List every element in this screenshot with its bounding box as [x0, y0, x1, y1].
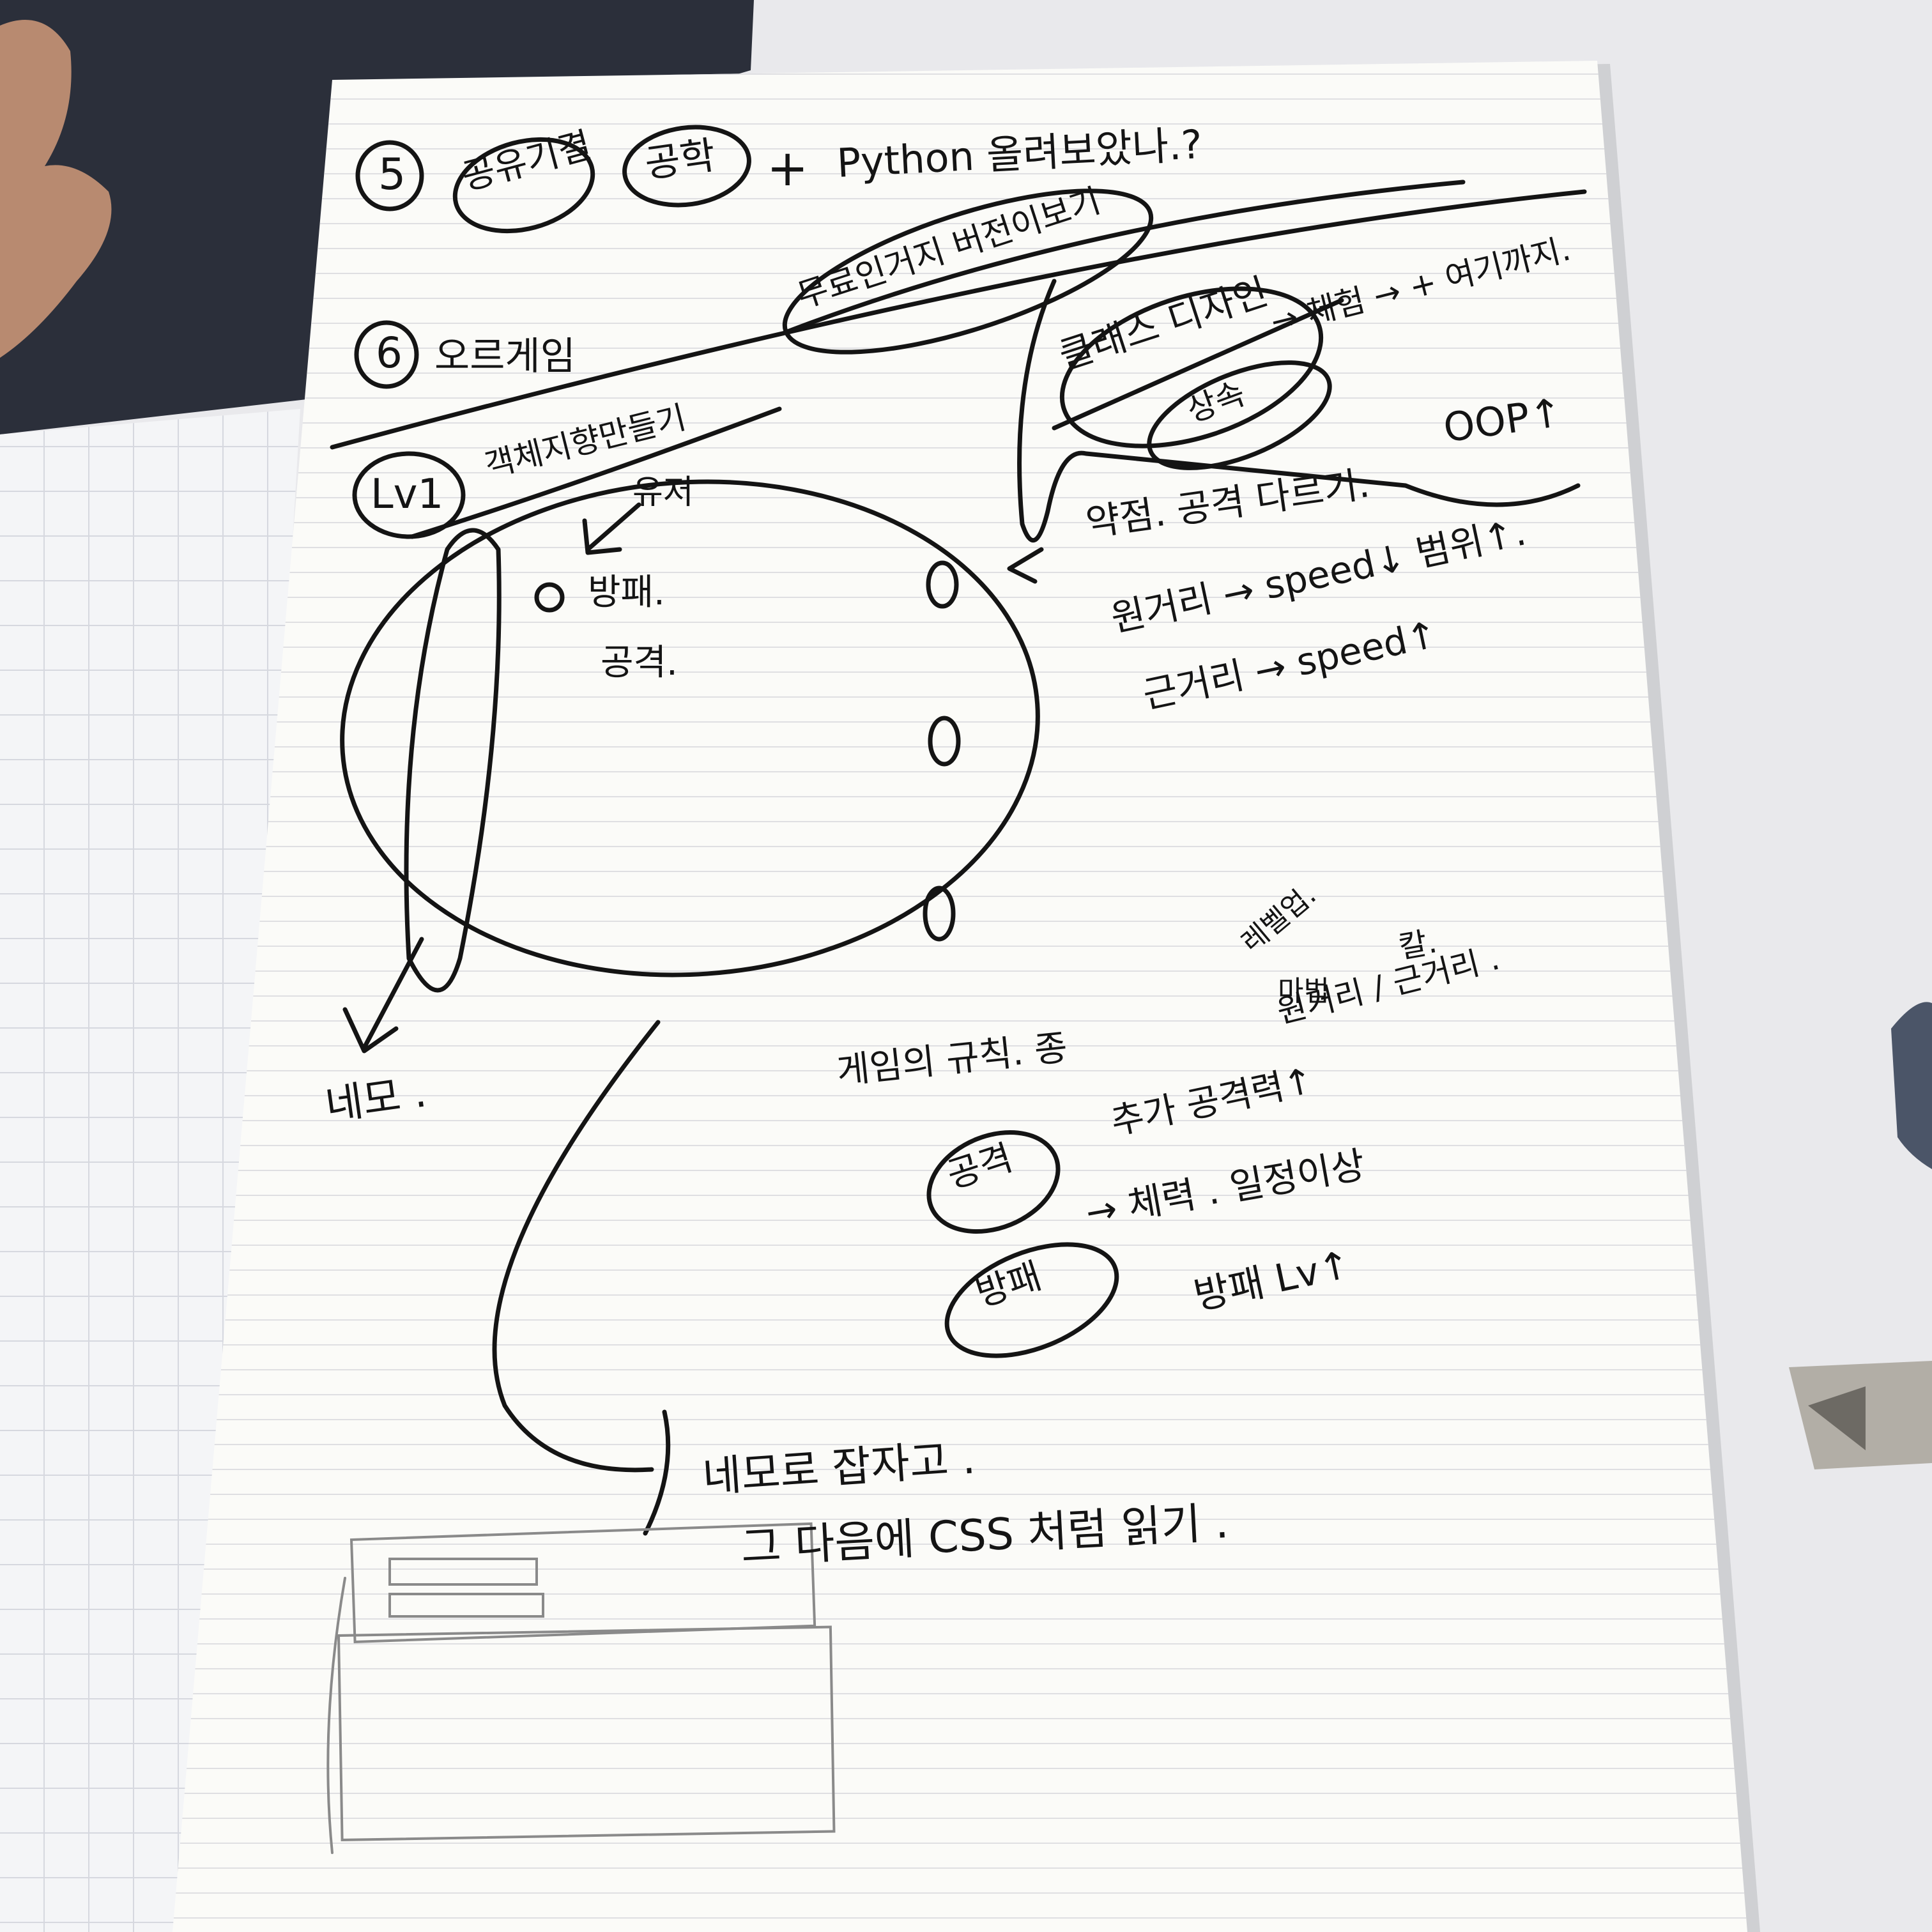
- user-label: 유저: [632, 473, 694, 512]
- long-curve-down: [492, 1020, 661, 1473]
- board-marker-c: [928, 716, 961, 767]
- game-board-circle: [340, 479, 1040, 977]
- item6-number: 6: [376, 328, 402, 378]
- item5-word-b-oval: [622, 125, 751, 208]
- defense-badge-oval: [944, 1242, 1119, 1358]
- inheritance-oval: [1147, 360, 1332, 470]
- pencil-sketch: [326, 1522, 836, 1854]
- item6-title: 오르게임: [434, 334, 576, 379]
- item5-word-a-oval: [452, 137, 595, 234]
- item5-number: 5: [378, 150, 406, 200]
- item5-number-circle: [355, 140, 424, 211]
- bottom-bracket: [643, 1409, 671, 1536]
- class-design-oval: [1059, 286, 1324, 448]
- lv1-badge: Lv1: [371, 471, 444, 518]
- class-strike: [1052, 298, 1344, 431]
- arrow-to-nemo: [342, 937, 424, 1054]
- finger: [0, 20, 112, 358]
- item5-word-b: 공학: [642, 132, 719, 187]
- phone-edge: [1891, 1002, 1932, 1169]
- attack-badge-oval: [926, 1130, 1061, 1234]
- defense-label: 방패.: [588, 572, 665, 613]
- sketch-bar-2: [388, 1593, 544, 1618]
- sketch-scribble: [326, 1577, 346, 1854]
- board-marker-b: [926, 560, 959, 609]
- strike-line-top-2: [330, 189, 1587, 450]
- sketch-body-box: [337, 1625, 836, 1841]
- sketch-header-box: [349, 1522, 816, 1643]
- lv1-badge-oval: [352, 451, 466, 539]
- sketch-bar-1: [388, 1558, 538, 1586]
- metal-clip-tip: [1808, 1386, 1866, 1450]
- left-tall-loop: [404, 528, 502, 993]
- strike-line-top-1: [783, 180, 1466, 335]
- free-version-oval: [782, 188, 1154, 355]
- game-rule-magic: 마법: [1278, 975, 1330, 1008]
- arrow-to-user: [582, 502, 641, 555]
- board-marker-d: [923, 885, 956, 942]
- item5-plus: +: [767, 140, 809, 197]
- board-marker-a: [534, 582, 565, 613]
- notebook-ruled-lines: [172, 61, 1747, 1932]
- arrow-to-weakness: [1007, 547, 1044, 584]
- ink-strokes: [330, 125, 1587, 1536]
- item6-number-circle: [354, 320, 419, 389]
- lv1-underline: [410, 406, 782, 539]
- attack-label: 공격.: [601, 642, 678, 684]
- class-block-outline: [1017, 279, 1581, 543]
